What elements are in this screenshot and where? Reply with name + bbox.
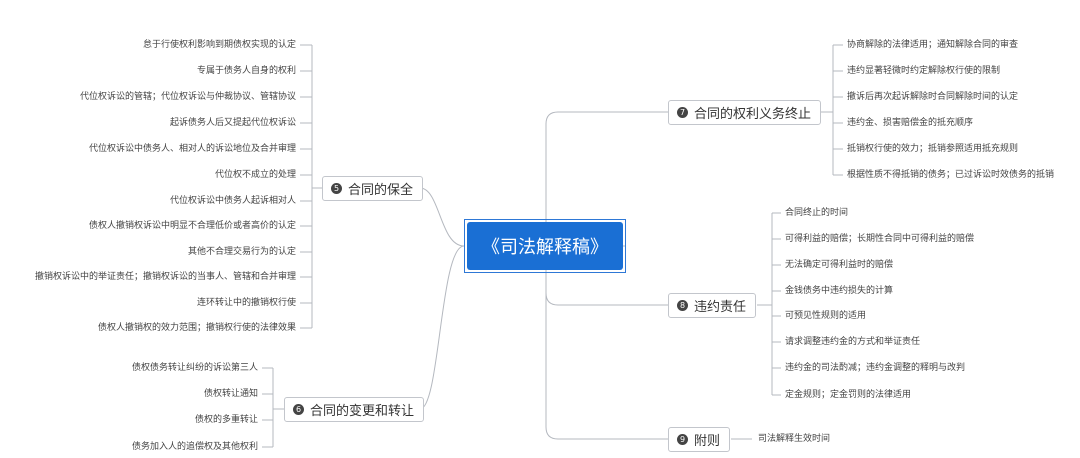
subtopic[interactable]: 抵销权行使的效力；抵销参照适用抵充规则	[847, 144, 1019, 154]
number-badge: 9	[677, 434, 688, 445]
subtopic[interactable]: 违约金、损害赔偿金的抵充顺序	[847, 118, 974, 128]
subtopic[interactable]: 定金规则；定金罚则的法律适用	[785, 390, 912, 400]
topic-label: 合同的保全	[348, 183, 414, 198]
subtopic[interactable]: 可预见性规则的适用	[785, 311, 867, 321]
link-central-preservation	[419, 187, 465, 247]
subtopic[interactable]: 债权的多重转让	[194, 415, 258, 425]
subtopic[interactable]: 代位权诉讼中债务人、相对人的诉讼地位及合并审理	[88, 144, 296, 154]
central-topic[interactable]: 《司法解释稿》	[464, 219, 626, 273]
bracket-preservation	[300, 44, 322, 329]
subtopic[interactable]: 代位权不成立的处理	[214, 170, 296, 180]
number-badge: 6	[293, 404, 304, 415]
topic-change-transfer[interactable]: 6 合同的变更和转让	[284, 397, 425, 422]
bracket-liability	[757, 212, 781, 396]
link-central-termination	[545, 111, 668, 247]
subtopic[interactable]: 撤销权诉讼中的举证责任；撤销权诉讼的当事人、管辖和合并审理	[34, 272, 296, 282]
topic-label: 合同的权利义务终止	[694, 107, 812, 122]
subtopic[interactable]: 代位权诉讼的管辖；代位权诉讼与仲裁协议、管辖协议	[79, 92, 296, 102]
subtopic[interactable]: 无法确定可得利益时的赔偿	[785, 260, 894, 270]
link-central-change	[419, 245, 465, 410]
subtopic[interactable]: 起诉债务人后又提起代位权诉讼	[169, 118, 296, 128]
subtopic[interactable]: 债权债务转让纠纷的诉讼第三人	[131, 363, 258, 373]
subtopic[interactable]: 违约显著轻微时约定解除权行使的限制	[847, 66, 1001, 76]
subtopic[interactable]: 违约金的司法酌减；违约金调整的释明与改判	[785, 363, 966, 373]
topic-label: 违约责任	[694, 300, 747, 315]
subtopic[interactable]: 其他不合理交易行为的认定	[187, 247, 296, 257]
subtopic[interactable]: 怠于行使权利影响到期债权实现的认定	[142, 40, 296, 50]
subtopic[interactable]: 专属于债务人自身的权利	[196, 66, 296, 76]
subtopic[interactable]: 连环转让中的撤销权行使	[196, 298, 296, 308]
subtopic[interactable]: 可得利益的赔偿；长期性合同中可得利益的赔偿	[785, 234, 975, 244]
number-badge: 5	[331, 183, 342, 194]
subtopic[interactable]: 司法解释生效时间	[758, 434, 831, 444]
subtopic[interactable]: 债权人撤销权的效力范围；撤销权行使的法律效果	[97, 323, 296, 333]
subtopic[interactable]: 债务加入人的追偿权及其他权利	[131, 442, 258, 452]
number-badge: 8	[677, 300, 688, 311]
link-central-appendix	[545, 293, 668, 440]
subtopic[interactable]: 金钱债务中违约损失的计算	[785, 286, 894, 296]
topic-termination[interactable]: 7 合同的权利义务终止	[668, 100, 822, 125]
topic-label: 合同的变更和转让	[310, 404, 415, 419]
topic-appendix[interactable]: 9 附则	[668, 427, 731, 452]
subtopic[interactable]: 请求调整违约金的方式和举证责任	[785, 337, 921, 347]
subtopic[interactable]: 协商解除的法律适用；通知解除合同的审查	[847, 40, 1019, 50]
subtopic[interactable]: 根据性质不得抵销的债务；已过诉讼时效债务的抵销	[847, 170, 1055, 180]
topic-liability[interactable]: 8 违约责任	[668, 293, 757, 318]
topic-label: 附则	[694, 434, 721, 449]
bracket-change	[262, 367, 284, 448]
number-badge: 7	[677, 107, 688, 118]
topic-preservation[interactable]: 5 合同的保全	[322, 176, 424, 201]
subtopic[interactable]: 代位权诉讼中债务人起诉相对人	[169, 196, 296, 206]
subtopic[interactable]: 债权转让通知	[203, 389, 258, 399]
subtopic[interactable]: 合同终止的时间	[785, 208, 849, 218]
subtopic[interactable]: 债权人撤销权诉讼中明显不合理低价或者高价的认定	[88, 221, 296, 231]
central-topic-label: 《司法解释稿》	[467, 222, 623, 270]
subtopic[interactable]: 撤诉后再次起诉解除时合同解除时间的认定	[847, 92, 1019, 102]
bracket-termination	[817, 44, 843, 176]
